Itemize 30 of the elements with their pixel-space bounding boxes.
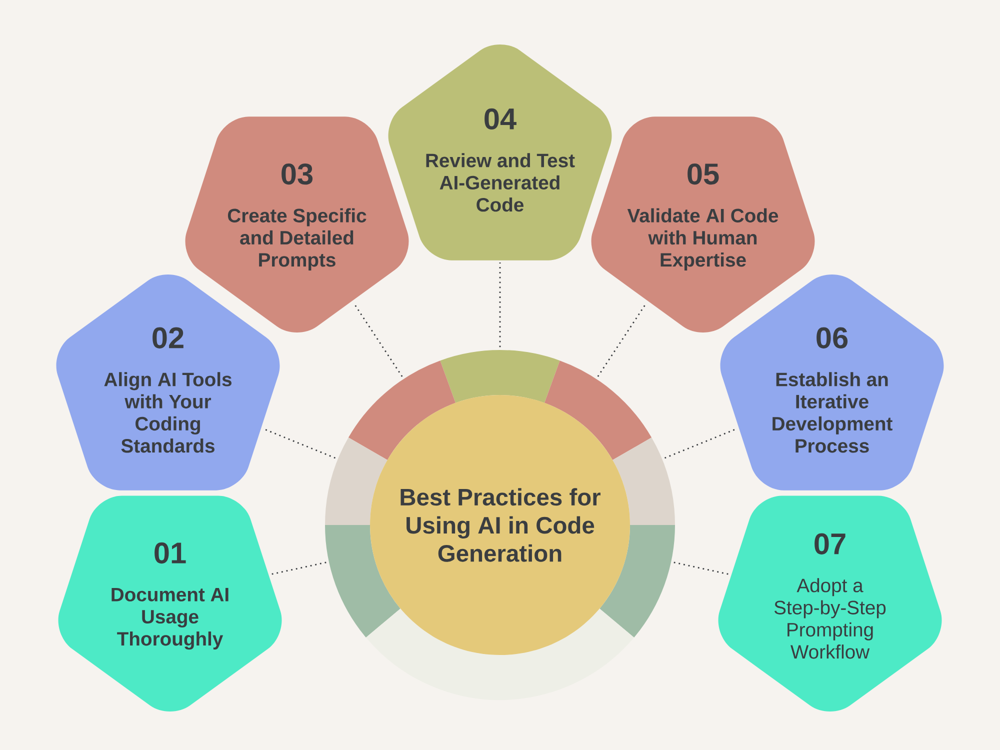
step-number: 05 <box>688 163 719 185</box>
step-text: Align AI Tools with Your Coding Standards <box>104 372 232 453</box>
step-number: 07 <box>814 533 846 554</box>
step-number: 02 <box>152 327 184 348</box>
leader-line <box>499 262 501 348</box>
pentagon-card <box>720 274 944 490</box>
step-text: Review and Test AI-Generated Code <box>426 153 575 212</box>
pentagon-card <box>56 274 280 490</box>
leader-line <box>352 302 403 377</box>
hub-circle <box>370 395 630 655</box>
pentagon-card <box>58 496 282 712</box>
step-number: 04 <box>484 108 516 130</box>
leader-line <box>674 562 730 576</box>
step-number: 06 <box>816 327 848 348</box>
step-text: Validate AI Code with Human Expertise <box>627 208 778 271</box>
leader-line <box>664 428 738 459</box>
leader-line <box>262 428 336 459</box>
step-number: 03 <box>282 163 313 185</box>
hub-title: Best Practices for Using AI in Code Generation <box>400 488 600 562</box>
pentagon-card <box>388 44 612 260</box>
step-number: 01 <box>154 542 186 564</box>
pentagon-card <box>718 496 942 712</box>
step-text: Create Specific and Detailed Prompts <box>228 208 366 271</box>
step-text: Adopt a Step-by-Step Prompting Workflow <box>774 578 886 659</box>
step-text: Document AI Usage Thoroughly <box>112 588 228 650</box>
step-text: Establish an Iterative Development Process <box>772 372 892 453</box>
leader-line <box>597 302 648 377</box>
pentagon-card <box>591 116 815 333</box>
pentagon-card <box>185 116 409 333</box>
leader-line <box>270 562 326 576</box>
